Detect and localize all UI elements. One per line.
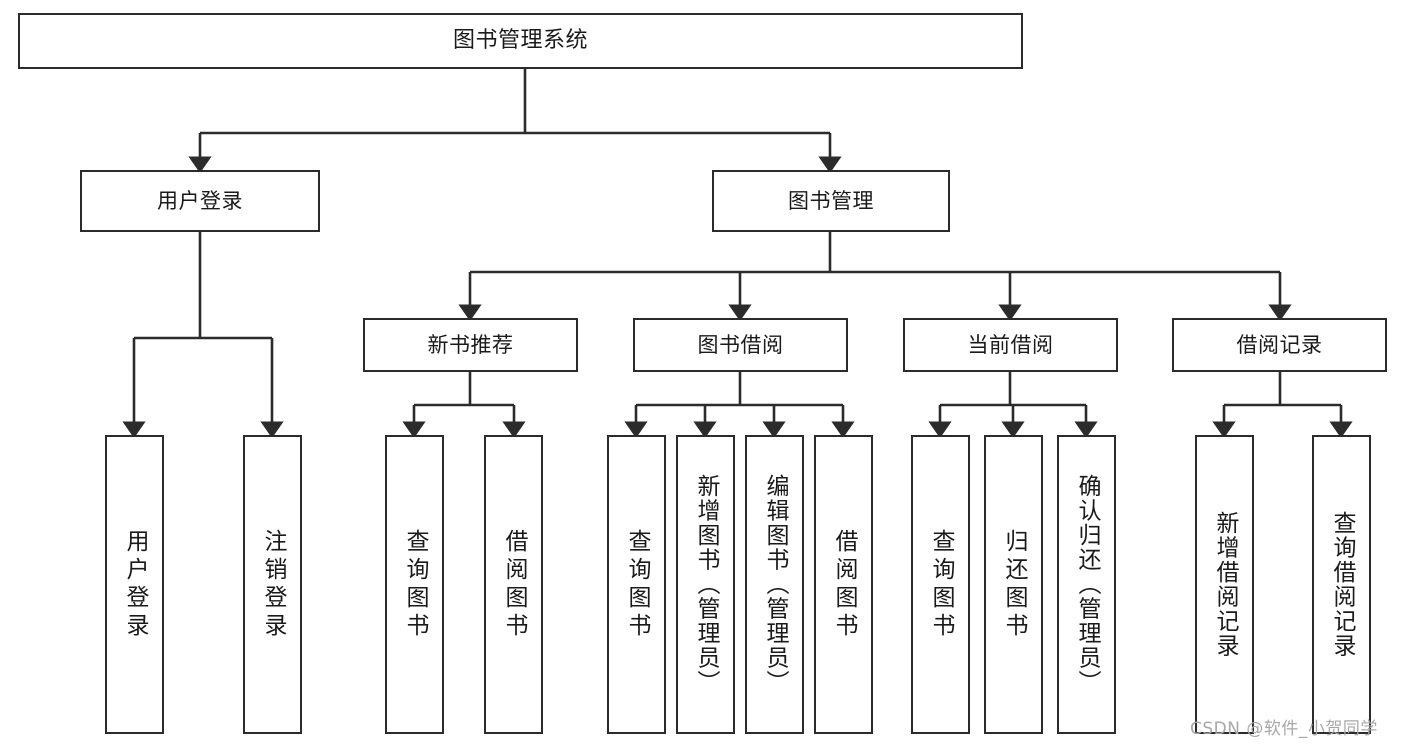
leaf-user-login-label: 用户登录 — [122, 528, 148, 641]
csdn-watermark: CSDN @软件_小贺同学 — [1190, 719, 1378, 739]
node-root[interactable]: 图书管理系统 — [18, 13, 1023, 69]
node-current-borrow-label: 当前借阅 — [967, 332, 1054, 357]
leaf-add-record[interactable]: 新增借阅记录 — [1195, 435, 1254, 734]
node-user-login[interactable]: 用户登录 — [80, 170, 320, 232]
leaf-borrow-book-1-label: 借阅图书 — [501, 528, 527, 641]
node-new-book-recommend[interactable]: 新书推荐 — [363, 318, 578, 372]
leaf-return-book-label: 归还图书 — [1001, 528, 1027, 641]
leaf-add-book-label: 新增图书（管理员） — [693, 474, 719, 695]
leaf-borrow-book-2-label: 借阅图书 — [831, 528, 857, 641]
leaf-edit-book-label: 编辑图书（管理员） — [762, 474, 788, 695]
node-new-book-recommend-label: 新书推荐 — [427, 332, 514, 357]
leaf-query-book-3-label: 查询图书 — [928, 528, 954, 641]
node-book-manage-label: 图书管理 — [788, 188, 874, 213]
node-book-borrow[interactable]: 图书借阅 — [633, 318, 848, 372]
leaf-confirm-return[interactable]: 确认归还（管理员） — [1057, 435, 1116, 734]
leaf-edit-book[interactable]: 编辑图书（管理员） — [745, 435, 804, 734]
leaf-borrow-book-1[interactable]: 借阅图书 — [484, 435, 543, 734]
leaf-confirm-return-label: 确认归还（管理员） — [1074, 474, 1100, 695]
node-root-label: 图书管理系统 — [452, 28, 588, 54]
leaf-query-book-2-label: 查询图书 — [624, 528, 650, 641]
node-borrow-record[interactable]: 借阅记录 — [1172, 318, 1387, 372]
leaf-query-record[interactable]: 查询借阅记录 — [1312, 435, 1371, 734]
leaf-borrow-book-2[interactable]: 借阅图书 — [814, 435, 873, 734]
leaf-query-book-3[interactable]: 查询图书 — [911, 435, 970, 734]
node-book-manage[interactable]: 图书管理 — [712, 170, 950, 232]
node-current-borrow[interactable]: 当前借阅 — [903, 318, 1118, 372]
leaf-return-book[interactable]: 归还图书 — [984, 435, 1043, 734]
leaf-query-book-1-label: 查询图书 — [402, 528, 428, 641]
node-user-login-label: 用户登录 — [157, 188, 243, 213]
leaf-add-book[interactable]: 新增图书（管理员） — [676, 435, 735, 734]
leaf-user-logout-label: 注销登录 — [260, 528, 286, 641]
leaf-user-login[interactable]: 用户登录 — [105, 435, 164, 734]
leaf-query-book-1[interactable]: 查询图书 — [385, 435, 444, 734]
node-borrow-record-label: 借阅记录 — [1236, 332, 1323, 357]
leaf-query-book-2[interactable]: 查询图书 — [607, 435, 666, 734]
leaf-user-logout[interactable]: 注销登录 — [243, 435, 302, 734]
node-book-borrow-label: 图书借阅 — [697, 332, 784, 357]
leaf-add-record-label: 新增借阅记录 — [1212, 511, 1238, 658]
leaf-query-record-label: 查询借阅记录 — [1329, 511, 1355, 658]
